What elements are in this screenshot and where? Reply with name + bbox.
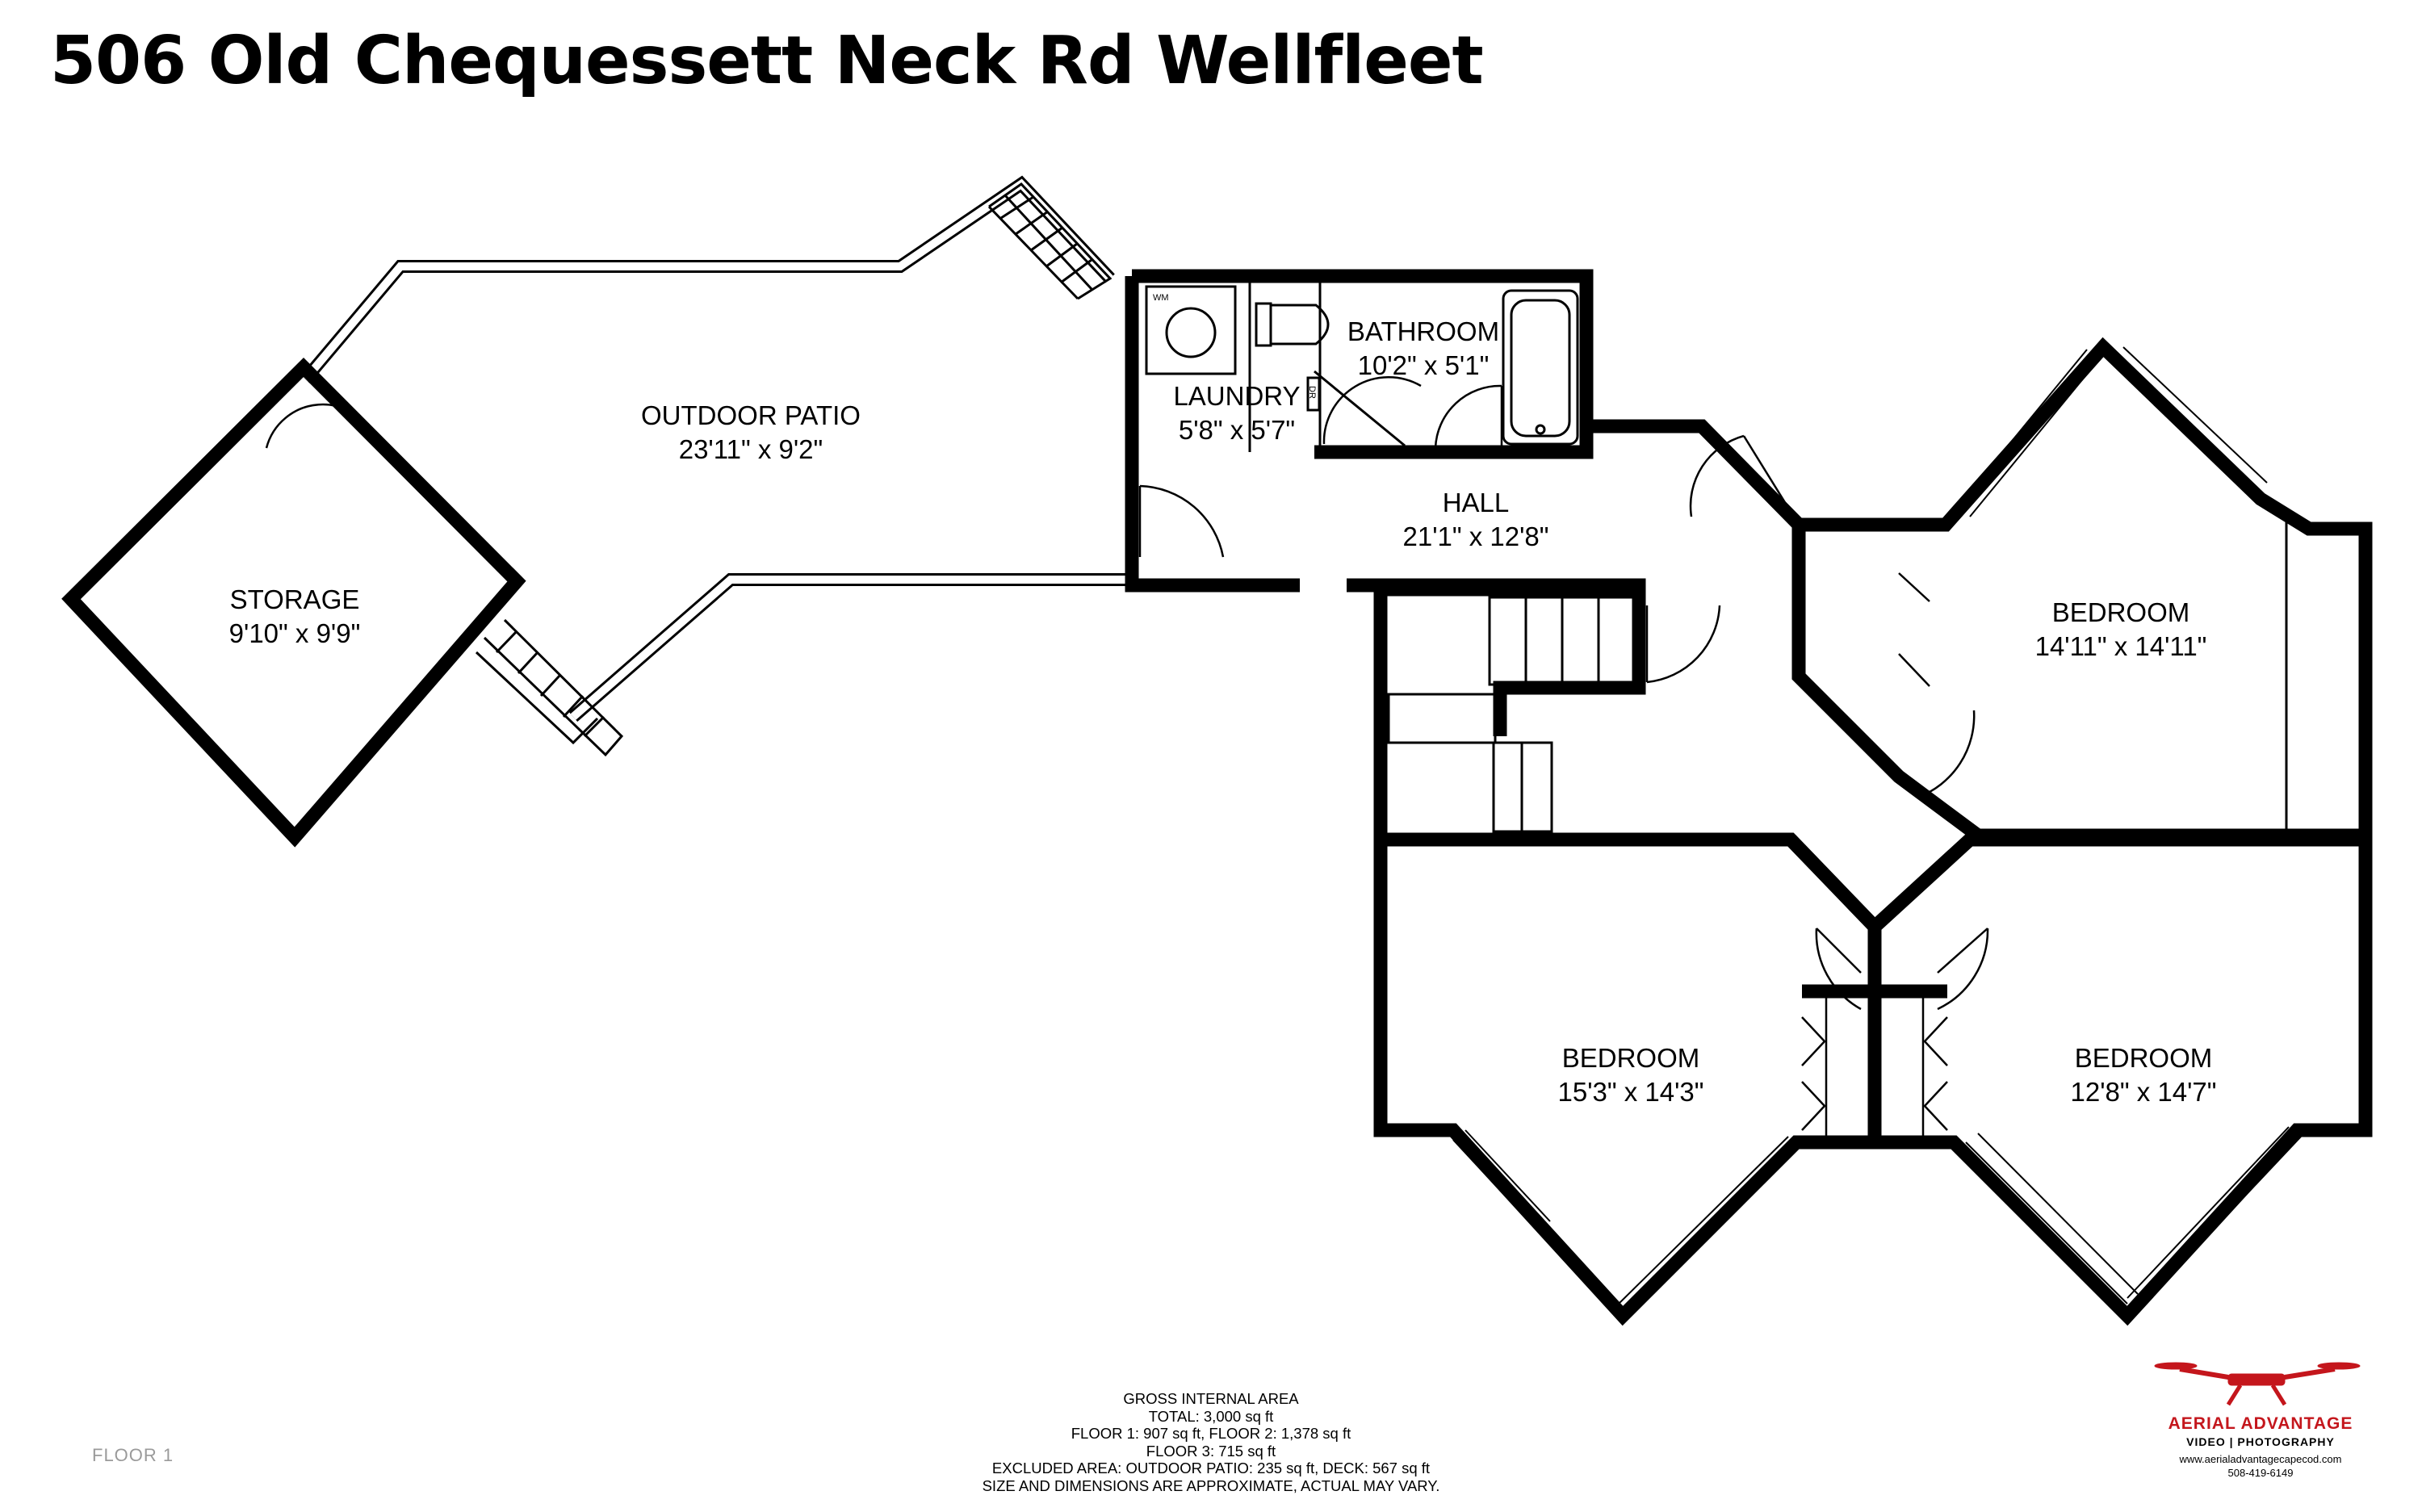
area-disclaimer: SIZE AND DIMENSIONS ARE APPROXIMATE, ACT… bbox=[982, 1476, 1440, 1494]
bedroom-east-name: BEDROOM bbox=[2052, 597, 2190, 627]
brand-phone: 508-419-6149 bbox=[2227, 1467, 2294, 1479]
storage-dims: 9'10" x 9'9" bbox=[229, 618, 361, 648]
outdoor-patio-name: OUTDOOR PATIO bbox=[641, 400, 861, 430]
patio-stairs-south bbox=[483, 618, 624, 757]
washer-label: WM bbox=[1153, 293, 1169, 303]
storage-door bbox=[265, 392, 378, 449]
brand-block: AERIAL ADVANTAGE VIDEO | PHOTOGRAPHY www… bbox=[2131, 1355, 2390, 1479]
bathroom-name: BATHROOM bbox=[1347, 316, 1499, 346]
brand-website: www.aerialadvantagecapecod.com bbox=[2179, 1453, 2342, 1465]
storage-walls bbox=[61, 357, 526, 848]
bedroom-southeast-dims: 12'8" x 14'7" bbox=[2071, 1077, 2217, 1107]
hall-name: HALL bbox=[1443, 488, 1510, 517]
bedroom-east-dims: 14'11" x 14'11" bbox=[2035, 631, 2207, 661]
windows bbox=[1344, 270, 2302, 1317]
floor-label: FLOOR 1 bbox=[92, 1445, 174, 1465]
interior-partitions bbox=[1248, 283, 2288, 833]
hall-dims: 21'1" x 12'8" bbox=[1403, 521, 1549, 551]
page-title: 506 Old Chequessett Neck Rd Wellfleet bbox=[50, 23, 1484, 99]
bedroom-southwest-name: BEDROOM bbox=[1562, 1043, 1700, 1073]
area-floor-3: FLOOR 3: 715 sq ft bbox=[1146, 1442, 1276, 1460]
brand-tagline: VIDEO | PHOTOGRAPHY bbox=[2186, 1435, 2335, 1448]
area-excluded: EXCLUDED AREA: OUTDOOR PATIO: 235 sq ft,… bbox=[991, 1460, 1431, 1476]
area-summary: GROSS INTERNAL AREA TOTAL: 3,000 sq ft F… bbox=[848, 1390, 1574, 1494]
laundry-fixtures bbox=[1145, 285, 1321, 412]
dryer-label: DR bbox=[1307, 386, 1317, 399]
area-total: TOTAL: 3,000 sq ft bbox=[1148, 1407, 1274, 1425]
house-walls bbox=[1125, 269, 2373, 1326]
storage-name: STORAGE bbox=[230, 584, 360, 614]
bathroom-fixtures bbox=[1255, 289, 1579, 446]
area-heading: GROSS INTERNAL AREA bbox=[1123, 1390, 1299, 1407]
area-floors-1-2: FLOOR 1: 907 sq ft, FLOOR 2: 1,378 sq ft bbox=[1071, 1425, 1351, 1442]
brand-name: AERIAL ADVANTAGE bbox=[2168, 1414, 2353, 1433]
drone-logo-icon bbox=[2154, 1362, 2361, 1406]
patio-stairs-north bbox=[987, 182, 1113, 300]
laundry-name: LAUNDRY bbox=[1173, 381, 1300, 411]
outdoor-patio-dims: 23'11" x 9'2" bbox=[679, 434, 823, 464]
laundry-dims: 5'8" x 5'7" bbox=[1179, 415, 1295, 445]
bedroom-southwest-dims: 15'3" x 14'3" bbox=[1558, 1077, 1704, 1107]
bathroom-dims: 10'2" x 5'1" bbox=[1358, 350, 1490, 380]
doors bbox=[1138, 376, 1989, 1137]
bedroom-southeast-name: BEDROOM bbox=[2075, 1043, 2213, 1073]
